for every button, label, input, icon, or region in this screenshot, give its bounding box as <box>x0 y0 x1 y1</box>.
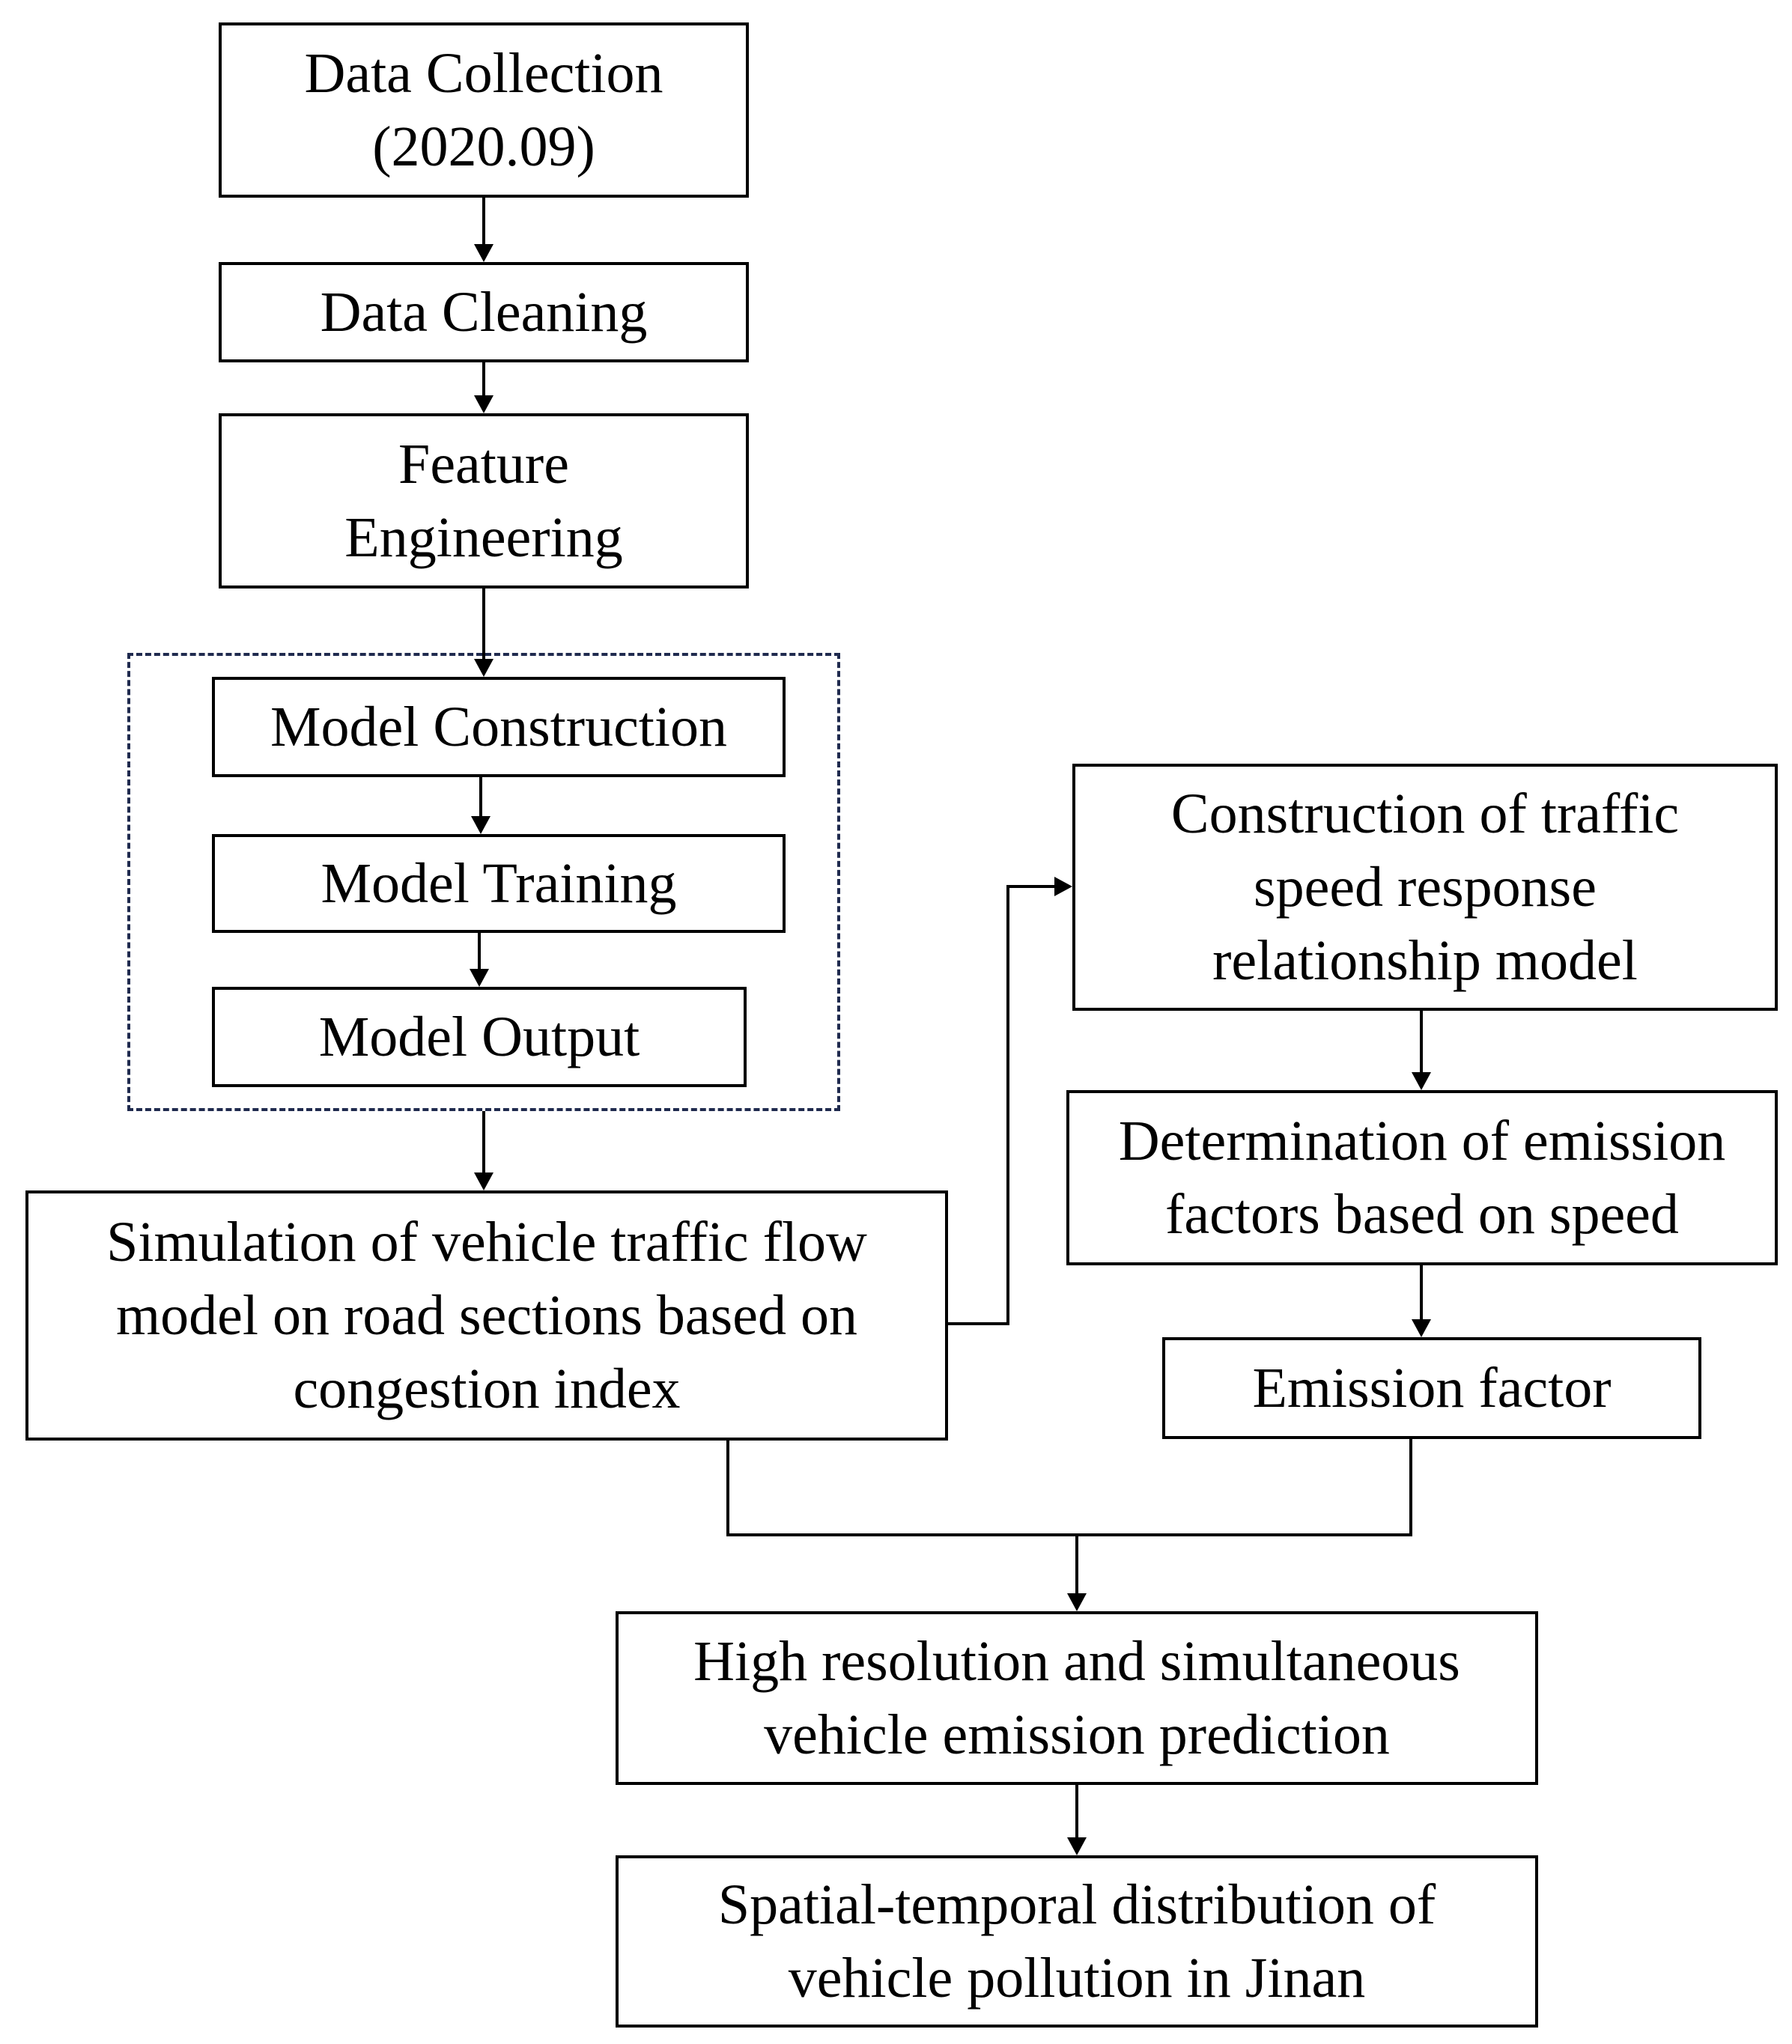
arrowhead <box>1067 1593 1087 1611</box>
box-data-collection: Data Collection (2020.09) <box>219 22 749 198</box>
edge-merge-to-prediction <box>726 1439 1412 1536</box>
box-line: Spatial-temporal distribution of <box>717 1873 1436 1936</box>
box-line: Feature <box>398 433 569 496</box>
box-line: Emission factor <box>1252 1357 1612 1420</box>
arrowhead <box>1054 877 1072 896</box>
box-model-construction: Model Construction <box>212 677 786 777</box>
box-prediction: High resolution and simultaneous vehicle… <box>616 1611 1538 1785</box>
box-model-training: Model Training <box>212 834 786 933</box>
arrowhead <box>1412 1319 1431 1337</box>
box-line: Model Construction <box>270 696 728 758</box>
box-line: Simulation of vehicle traffic flow <box>106 1211 867 1274</box>
arrowhead <box>474 244 493 262</box>
box-line: High resolution and simultaneous <box>693 1630 1460 1693</box>
arrowhead <box>471 816 490 834</box>
box-line: Model Training <box>321 852 677 915</box>
box-emission-determination: Determination of emission factors based … <box>1066 1090 1778 1265</box>
box-line: congestion index <box>293 1357 681 1420</box>
box-emission-factor: Emission factor <box>1162 1337 1701 1439</box>
box-line: factors based on speed <box>1165 1183 1679 1246</box>
box-distribution: Spatial-temporal distribution of vehicle… <box>616 1855 1538 2028</box>
box-line: relationship model <box>1212 929 1638 992</box>
box-feature-engineering: Feature Engineering <box>219 413 749 588</box>
box-speed-response: Construction of traffic speed response r… <box>1072 764 1778 1011</box>
box-line: Data Collection <box>304 42 663 105</box>
box-line: Construction of traffic <box>1170 782 1680 845</box>
box-line: (2020.09) <box>372 115 595 178</box>
arrowhead <box>474 659 493 677</box>
arrowhead <box>470 969 489 987</box>
edge-simulation-speed-response <box>948 885 1056 1325</box>
box-line: speed response <box>1254 856 1597 919</box>
box-model-output: Model Output <box>212 987 747 1087</box>
box-line: vehicle emission prediction <box>764 1703 1390 1766</box>
arrowhead <box>1412 1072 1431 1090</box>
arrowhead <box>1067 1837 1087 1855</box>
box-line: Model Output <box>318 1006 640 1068</box>
arrowhead <box>474 1172 493 1190</box>
box-line: Engineering <box>344 506 623 569</box>
arrowhead <box>474 395 493 413</box>
box-line: model on road sections based on <box>116 1284 857 1347</box>
box-line: Determination of emission <box>1118 1110 1726 1172</box>
box-simulation: Simulation of vehicle traffic flow model… <box>25 1190 948 1441</box>
box-data-cleaning: Data Cleaning <box>219 262 749 362</box>
box-line: Data Cleaning <box>320 281 648 344</box>
box-line: vehicle pollution in Jinan <box>788 1947 1366 2010</box>
